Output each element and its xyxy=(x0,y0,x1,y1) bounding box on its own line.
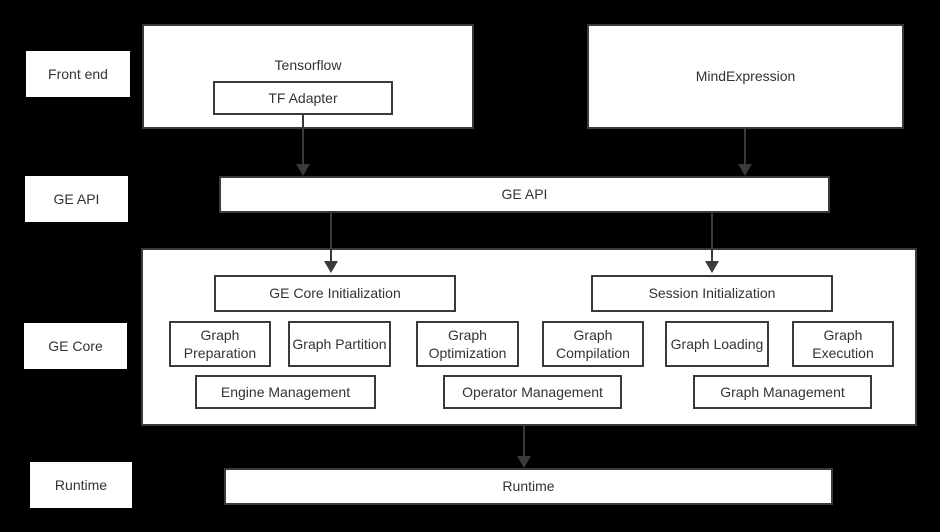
ge-api-bar: GE API xyxy=(219,176,830,213)
arrow-head-icon xyxy=(738,164,752,176)
runtime-bar: Runtime xyxy=(224,468,833,505)
graph-optimization-box: Graph Optimization xyxy=(416,321,519,367)
tf-adapter-label: TF Adapter xyxy=(268,89,338,106)
ge-core-box: GE Core Initialization Session Initializ… xyxy=(141,248,917,426)
arrow-shaft xyxy=(523,426,525,456)
arrow-tf-adapter-to-ge-api xyxy=(296,113,310,176)
tf-adapter-box: TF Adapter xyxy=(213,81,393,115)
graph-execution-label: Graph Execution xyxy=(812,326,874,361)
arrow-shaft xyxy=(711,213,713,261)
graph-preparation-box: Graph Preparation xyxy=(169,321,271,367)
tensorflow-label: Tensorflow xyxy=(274,57,342,73)
ge-core-initialization-label: GE Core Initialization xyxy=(269,285,401,302)
graph-partition-label: Graph Partition xyxy=(292,335,387,352)
arrow-head-icon xyxy=(517,456,531,468)
arrow-ge-api-to-ge-core-initialization xyxy=(324,213,338,273)
graph-loading-label: Graph Loading xyxy=(670,335,764,352)
tensorflow-box: Tensorflow TF Adapter xyxy=(142,24,474,129)
arrow-shaft xyxy=(744,129,746,164)
runtime-label: Runtime xyxy=(502,478,555,495)
arrow-ge-api-to-session-initialization xyxy=(705,213,719,273)
arrow-shaft xyxy=(330,213,332,261)
side-label-ge-api: GE API xyxy=(25,176,128,222)
graph-management-label: Graph Management xyxy=(720,383,845,400)
mindexpression-box: MindExpression xyxy=(587,24,904,129)
side-label-front-end: Front end xyxy=(26,51,130,97)
graph-compilation-label: Graph Compilation xyxy=(556,326,630,361)
arrow-ge-core-to-runtime xyxy=(517,426,531,468)
arrow-shaft xyxy=(302,113,304,164)
arrow-mindexpression-to-ge-api xyxy=(738,129,752,176)
operator-management-label: Operator Management xyxy=(462,383,603,400)
session-initialization-box: Session Initialization xyxy=(591,275,833,312)
engine-management-box: Engine Management xyxy=(195,375,376,409)
ge-api-label: GE API xyxy=(501,186,548,203)
graph-execution-box: Graph Execution xyxy=(792,321,894,367)
ge-core-initialization-box: GE Core Initialization xyxy=(214,275,456,312)
graph-optimization-label: Graph Optimization xyxy=(428,326,507,361)
arrow-head-icon xyxy=(705,261,719,273)
graph-compilation-box: Graph Compilation xyxy=(542,321,644,367)
graph-preparation-label: Graph Preparation xyxy=(183,326,257,361)
arrow-head-icon xyxy=(296,164,310,176)
mindexpression-label: MindExpression xyxy=(695,68,796,85)
side-label-ge-core: GE Core xyxy=(24,323,127,369)
engine-management-label: Engine Management xyxy=(220,383,351,400)
session-initialization-label: Session Initialization xyxy=(648,285,776,302)
side-label-runtime: Runtime xyxy=(30,462,132,508)
graph-loading-box: Graph Loading xyxy=(665,321,769,367)
graph-management-box: Graph Management xyxy=(693,375,872,409)
graph-partition-box: Graph Partition xyxy=(288,321,391,367)
operator-management-box: Operator Management xyxy=(443,375,622,409)
arrow-head-icon xyxy=(324,261,338,273)
